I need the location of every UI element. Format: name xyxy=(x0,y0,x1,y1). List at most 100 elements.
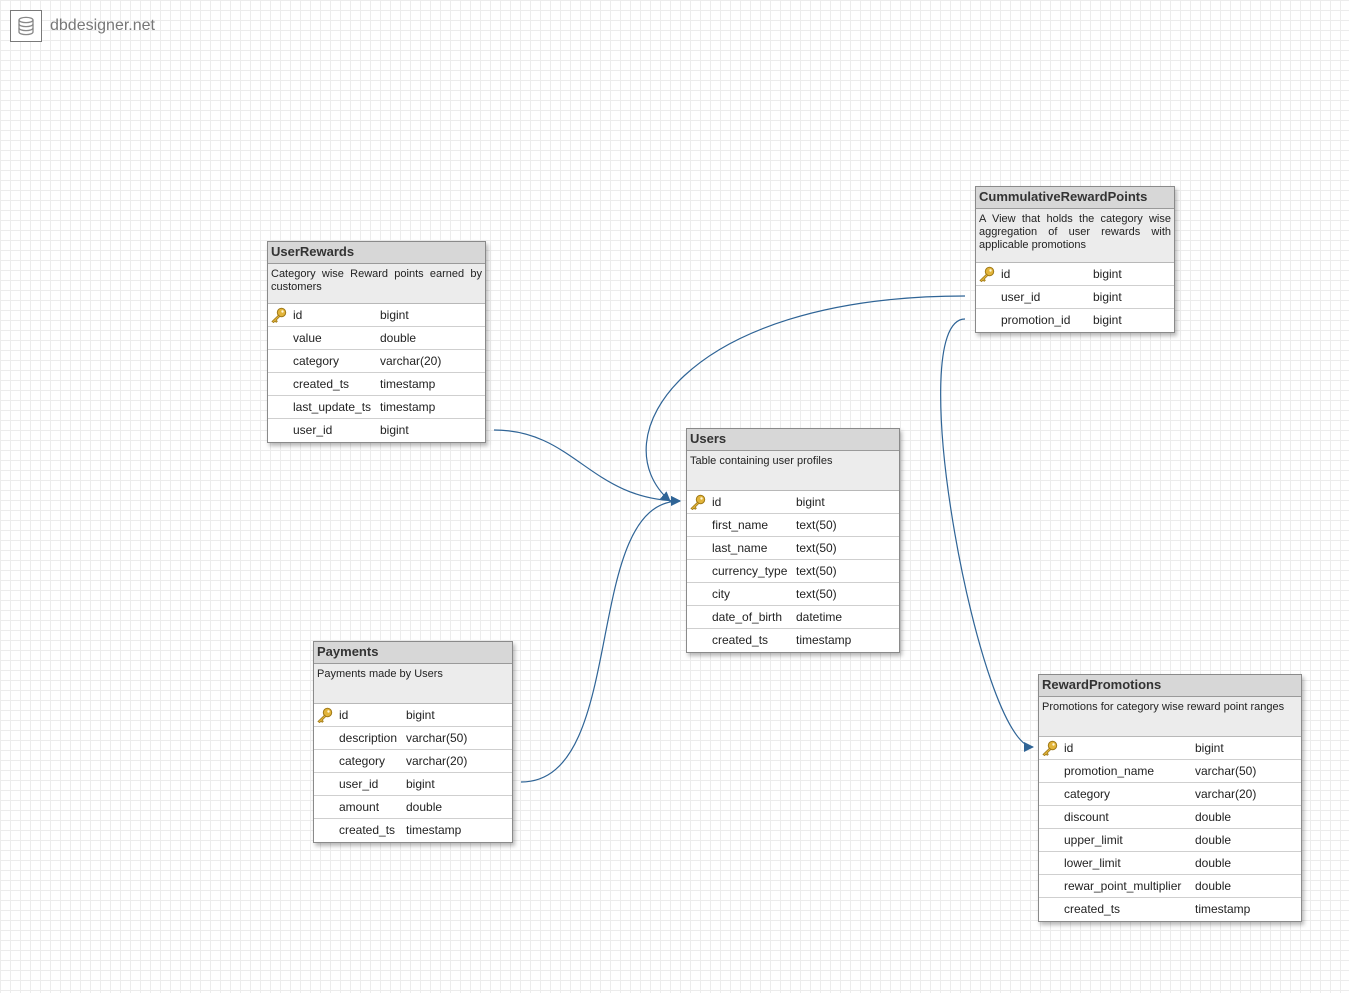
column-row[interactable]: city text(50) xyxy=(687,583,899,606)
key-icon xyxy=(1041,740,1059,757)
column-name: user_id xyxy=(339,777,379,791)
table-description: Payments made by Users xyxy=(314,664,512,704)
key-icon xyxy=(316,707,334,724)
column-row[interactable]: description varchar(50) xyxy=(314,727,512,750)
column-name: id xyxy=(1001,267,1011,281)
table-title: Users xyxy=(687,429,899,451)
logo[interactable]: dbdesigner.net xyxy=(10,10,155,42)
column-row[interactable]: upper_limit double xyxy=(1039,829,1301,852)
column-type: timestamp xyxy=(380,400,436,414)
column-type: varchar(20) xyxy=(380,354,442,368)
column-row[interactable]: category varchar(20) xyxy=(268,350,485,373)
column-type: varchar(50) xyxy=(1195,764,1257,778)
column-name: category xyxy=(1064,787,1111,801)
column-name: category xyxy=(293,354,340,368)
key-icon xyxy=(689,494,707,511)
column-name: user_id xyxy=(1001,290,1041,304)
column-row[interactable]: created_ts timestamp xyxy=(268,373,485,396)
column-row[interactable]: user_id bigint xyxy=(314,773,512,796)
column-type: bigint xyxy=(1093,313,1122,327)
column-type: double xyxy=(1195,856,1232,870)
column-type: bigint xyxy=(1093,290,1122,304)
key-icon xyxy=(978,266,996,283)
table-payments[interactable]: Payments Payments made by Users id bigint… xyxy=(313,641,513,843)
column-type: timestamp xyxy=(380,377,436,391)
column-name: lower_limit xyxy=(1064,856,1121,870)
column-type: text(50) xyxy=(796,564,837,578)
column-row[interactable]: first_name text(50) xyxy=(687,514,899,537)
column-type: datetime xyxy=(796,610,843,624)
column-name: created_ts xyxy=(1064,902,1121,916)
column-name: value xyxy=(293,331,322,345)
table-rewardpromotions[interactable]: RewardPromotions Promotions for category… xyxy=(1038,674,1302,922)
column-name: created_ts xyxy=(293,377,350,391)
app-name: dbdesigner.net xyxy=(50,17,155,34)
column-type: double xyxy=(406,800,443,814)
column-name: first_name xyxy=(712,518,769,532)
column-row[interactable]: promotion_name varchar(50) xyxy=(1039,760,1301,783)
column-type: bigint xyxy=(406,777,435,791)
table-description: Promotions for category wise reward poin… xyxy=(1039,697,1301,737)
column-type: text(50) xyxy=(796,518,837,532)
table-title: RewardPromotions xyxy=(1039,675,1301,697)
column-type: timestamp xyxy=(1195,902,1251,916)
column-name: id xyxy=(339,708,349,722)
column-name: id xyxy=(1064,741,1074,755)
key-icon xyxy=(270,307,288,324)
column-name: promotion_id xyxy=(1001,313,1071,327)
table-title: Payments xyxy=(314,642,512,664)
column-type: double xyxy=(1195,833,1232,847)
column-type: bigint xyxy=(380,308,409,322)
column-row[interactable]: created_ts timestamp xyxy=(314,819,512,842)
column-type: timestamp xyxy=(406,823,462,837)
column-name: discount xyxy=(1064,810,1109,824)
column-row[interactable]: created_ts timestamp xyxy=(1039,898,1301,921)
column-type: varchar(50) xyxy=(406,731,468,745)
column-name: description xyxy=(339,731,398,745)
column-row[interactable]: lower_limit double xyxy=(1039,852,1301,875)
column-name: created_ts xyxy=(339,823,396,837)
column-type: bigint xyxy=(1195,741,1224,755)
column-name: upper_limit xyxy=(1064,833,1123,847)
column-row[interactable]: id bigint xyxy=(976,263,1174,286)
column-name: city xyxy=(712,587,730,601)
column-row[interactable]: date_of_birth datetime xyxy=(687,606,899,629)
column-name: date_of_birth xyxy=(712,610,783,624)
link-payments-users xyxy=(520,496,681,783)
column-type: bigint xyxy=(406,708,435,722)
column-row[interactable]: promotion_id bigint xyxy=(976,309,1174,332)
table-title: UserRewards xyxy=(268,242,485,264)
column-type: text(50) xyxy=(796,587,837,601)
table-cummulativerewardpoints[interactable]: CummulativeRewardPoints A View that hold… xyxy=(975,186,1175,333)
table-description: Table containing user profiles xyxy=(687,451,899,491)
database-icon xyxy=(10,10,42,42)
column-row[interactable]: id bigint xyxy=(1039,737,1301,760)
table-description: A View that holds the category wise aggr… xyxy=(976,209,1174,263)
column-type: text(50) xyxy=(796,541,837,555)
column-row[interactable]: user_id bigint xyxy=(976,286,1174,309)
column-name: promotion_name xyxy=(1064,764,1155,778)
column-type: bigint xyxy=(380,423,409,437)
link-userrewards-users xyxy=(493,429,681,506)
column-name: created_ts xyxy=(712,633,769,647)
table-description: Category wise Reward points earned by cu… xyxy=(268,264,485,304)
column-type: bigint xyxy=(1093,267,1122,281)
column-row[interactable]: id bigint xyxy=(314,704,512,727)
column-name: id xyxy=(712,495,722,509)
column-type: varchar(20) xyxy=(406,754,468,768)
table-userrewards[interactable]: UserRewards Category wise Reward points … xyxy=(267,241,486,443)
